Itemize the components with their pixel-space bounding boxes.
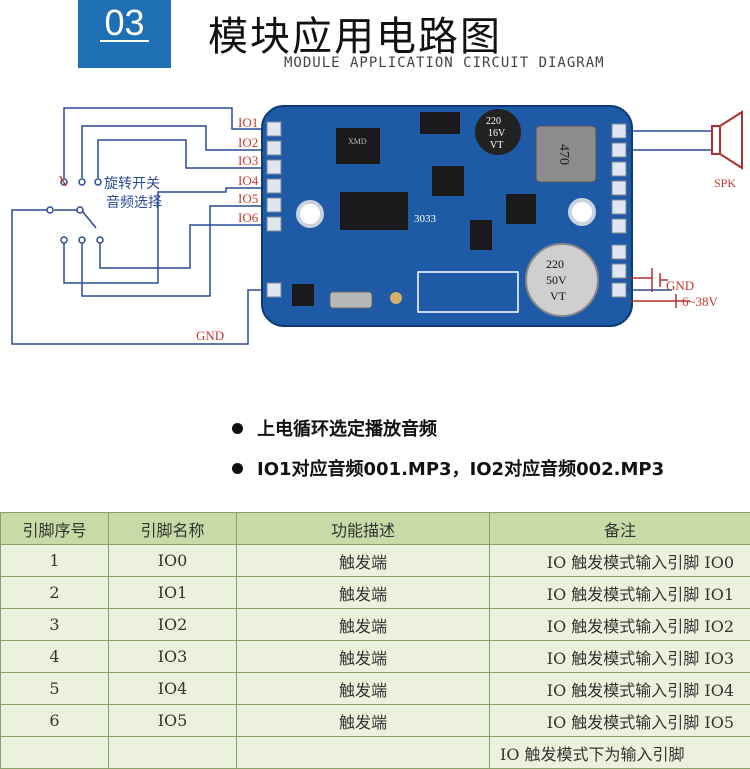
io-label-4: IO4	[238, 173, 259, 188]
cap-top-voltage: 16V	[488, 128, 506, 139]
cell-pin-number: 4	[1, 641, 109, 673]
page-title: 模块应用电路图	[208, 4, 502, 62]
io-label-3: IO3	[238, 153, 258, 168]
cell-pin-name: IO5	[109, 705, 237, 737]
table-row: 5 IO4 触发端 IO 触发模式输入引脚 IO4	[1, 673, 750, 705]
bullet-text: 上电循环选定播放音频	[257, 415, 437, 441]
spk-label: SPK	[714, 176, 736, 190]
chip-xmd-label: XMD	[348, 137, 367, 146]
cell-function: 触发端	[237, 545, 490, 577]
page-subtitle: MODULE APPLICATION CIRCUIT DIAGRAM	[284, 55, 605, 71]
switch-wiring	[12, 108, 270, 344]
io-label-group: IO1 IO2 IO3 IO4 IO5 IO6	[238, 115, 259, 225]
speaker-wiring	[626, 131, 712, 290]
bullet-dot	[232, 423, 243, 434]
cell-note: IO 触发模式输入引脚 IO0	[490, 545, 750, 577]
header-pin-number: 引脚序号	[1, 513, 109, 545]
table-row: 3 IO2 触发端 IO 触发模式输入引脚 IO2	[1, 609, 750, 641]
cap-big-voltage: 50V	[546, 273, 567, 287]
cap-big-brand: VT	[550, 289, 567, 303]
cap-top-brand: VT	[490, 140, 503, 151]
io-label-1: IO1	[238, 115, 258, 130]
table-row: 6 IO5 触发端 IO 触发模式输入引脚 IO5	[1, 705, 750, 737]
cell-pin-name: IO2	[109, 609, 237, 641]
cell-pin-name: IO4	[109, 673, 237, 705]
cap-big-value: 220	[546, 257, 564, 271]
gnd-label-bottom: GND	[196, 328, 224, 343]
cell-pin-number: 1	[1, 545, 109, 577]
speaker-icon	[712, 112, 742, 168]
inductor-label: 470	[556, 144, 571, 165]
gnd-label-right: GND	[666, 278, 694, 293]
io-label-5: IO5	[238, 191, 258, 206]
cell-pin-number: 6	[1, 705, 109, 737]
section-badge: 03	[78, 0, 171, 68]
bullet-item: 上电循环选定播放音频	[232, 408, 664, 448]
cell-pin-name: IO0	[109, 545, 237, 577]
cell-note: IO 触发模式输入引脚 IO1	[490, 577, 750, 609]
cell-pin-name: IO1	[109, 577, 237, 609]
cell-function: 触发端	[237, 577, 490, 609]
circuit-diagram: IO1 IO2 IO3 IO4 IO5 IO6 旋转开关 音频选择 GND	[0, 80, 750, 370]
chip-3033-label: 3033	[414, 213, 437, 225]
bullet-dot	[232, 463, 243, 474]
rotary-switch-symbol	[47, 176, 103, 243]
table-header-row: 引脚序号 引脚名称 功能描述 备注	[1, 513, 750, 545]
cell-function: 触发端	[237, 673, 490, 705]
cell-note: IO 触发模式输入引脚 IO2	[490, 609, 750, 641]
cell-pin-name: IO3	[109, 641, 237, 673]
header-function: 功能描述	[237, 513, 490, 545]
cell-pin-number: 2	[1, 577, 109, 609]
cell-function: 触发端	[237, 609, 490, 641]
pcb-board: XMD 3033 220 16V VT 470 220 50V VT	[262, 106, 632, 326]
bullet-text: IO1对应音频001.MP3，IO2对应音频002.MP3	[257, 455, 664, 481]
table-row: 2 IO1 触发端 IO 触发模式输入引脚 IO1	[1, 577, 750, 609]
cell-function: 触发端	[237, 705, 490, 737]
pin-table: 引脚序号 引脚名称 功能描述 备注 1 IO0 触发端 IO 触发模式输入引脚 …	[0, 512, 750, 769]
bullet-item: IO1对应音频001.MP3，IO2对应音频002.MP3	[232, 448, 664, 488]
io-label-2: IO2	[238, 135, 258, 150]
header-note: 备注	[490, 513, 750, 545]
cell-function: 触发端	[237, 641, 490, 673]
table-row: 1 IO0 触发端 IO 触发模式输入引脚 IO0	[1, 545, 750, 577]
feature-bullets: 上电循环选定播放音频 IO1对应音频001.MP3，IO2对应音频002.MP3	[232, 408, 664, 488]
switch-label-line1: 旋转开关	[104, 176, 160, 192]
section-number: 03	[78, 2, 171, 44]
badge-underline	[100, 40, 149, 42]
cap-top-value: 220	[486, 116, 501, 127]
io-label-6: IO6	[238, 210, 259, 225]
cell-note: IO 触发模式输入引脚 IO4	[490, 673, 750, 705]
table-row: 4 IO3 触发端 IO 触发模式输入引脚 IO3	[1, 641, 750, 673]
cell-pin-number: 3	[1, 609, 109, 641]
switch-label-line2: 音频选择	[106, 194, 162, 211]
header-pin-name: 引脚名称	[109, 513, 237, 545]
cell-note: IO 触发模式输入引脚 IO5	[490, 705, 750, 737]
cell-note: IO 触发模式输入引脚 IO3	[490, 641, 750, 673]
voltage-label: 6~38V	[682, 294, 719, 309]
cell-pin-number: 5	[1, 673, 109, 705]
